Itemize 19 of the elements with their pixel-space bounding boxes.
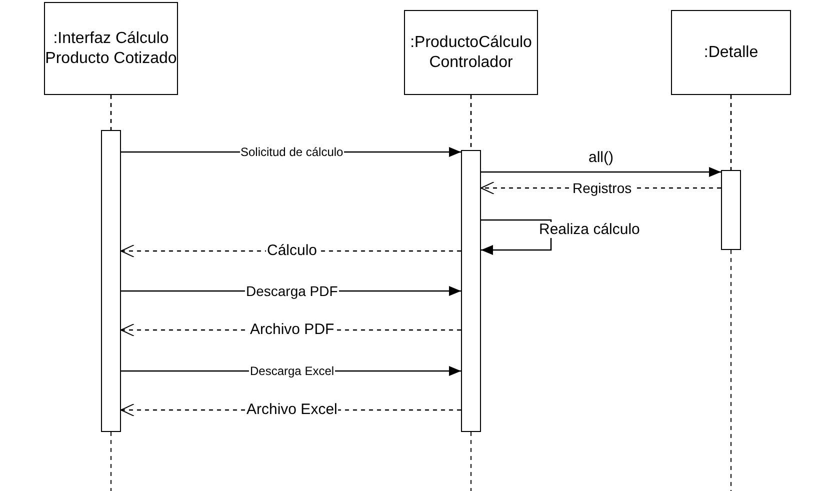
- lifeline: [730, 95, 732, 170]
- message-label: Descarga PDF: [245, 283, 339, 299]
- message-label: Realiza cálculo: [539, 222, 640, 238]
- participant-name: :Interfaz Cálculo Producto Cotizado: [45, 28, 177, 68]
- message-arrow: [481, 167, 721, 177]
- message-label: all(): [588, 150, 614, 166]
- activation-bar: [461, 150, 481, 432]
- lifeline-head-box: [44, 2, 178, 95]
- message-label: Registros: [572, 180, 633, 196]
- activation-bar: [721, 170, 741, 250]
- participant-name: :Detalle: [704, 42, 758, 62]
- message-label: Descarga Excel: [249, 363, 336, 379]
- lifeline: [470, 95, 472, 150]
- lifeline-head-box: [671, 10, 791, 95]
- lifeline: [110, 95, 112, 130]
- participant-name: :ProductoCálculo Controlador: [409, 32, 533, 72]
- activation-bar: [101, 130, 121, 432]
- lifeline-head-box: [404, 10, 538, 95]
- self-message-arrow: [481, 219, 552, 255]
